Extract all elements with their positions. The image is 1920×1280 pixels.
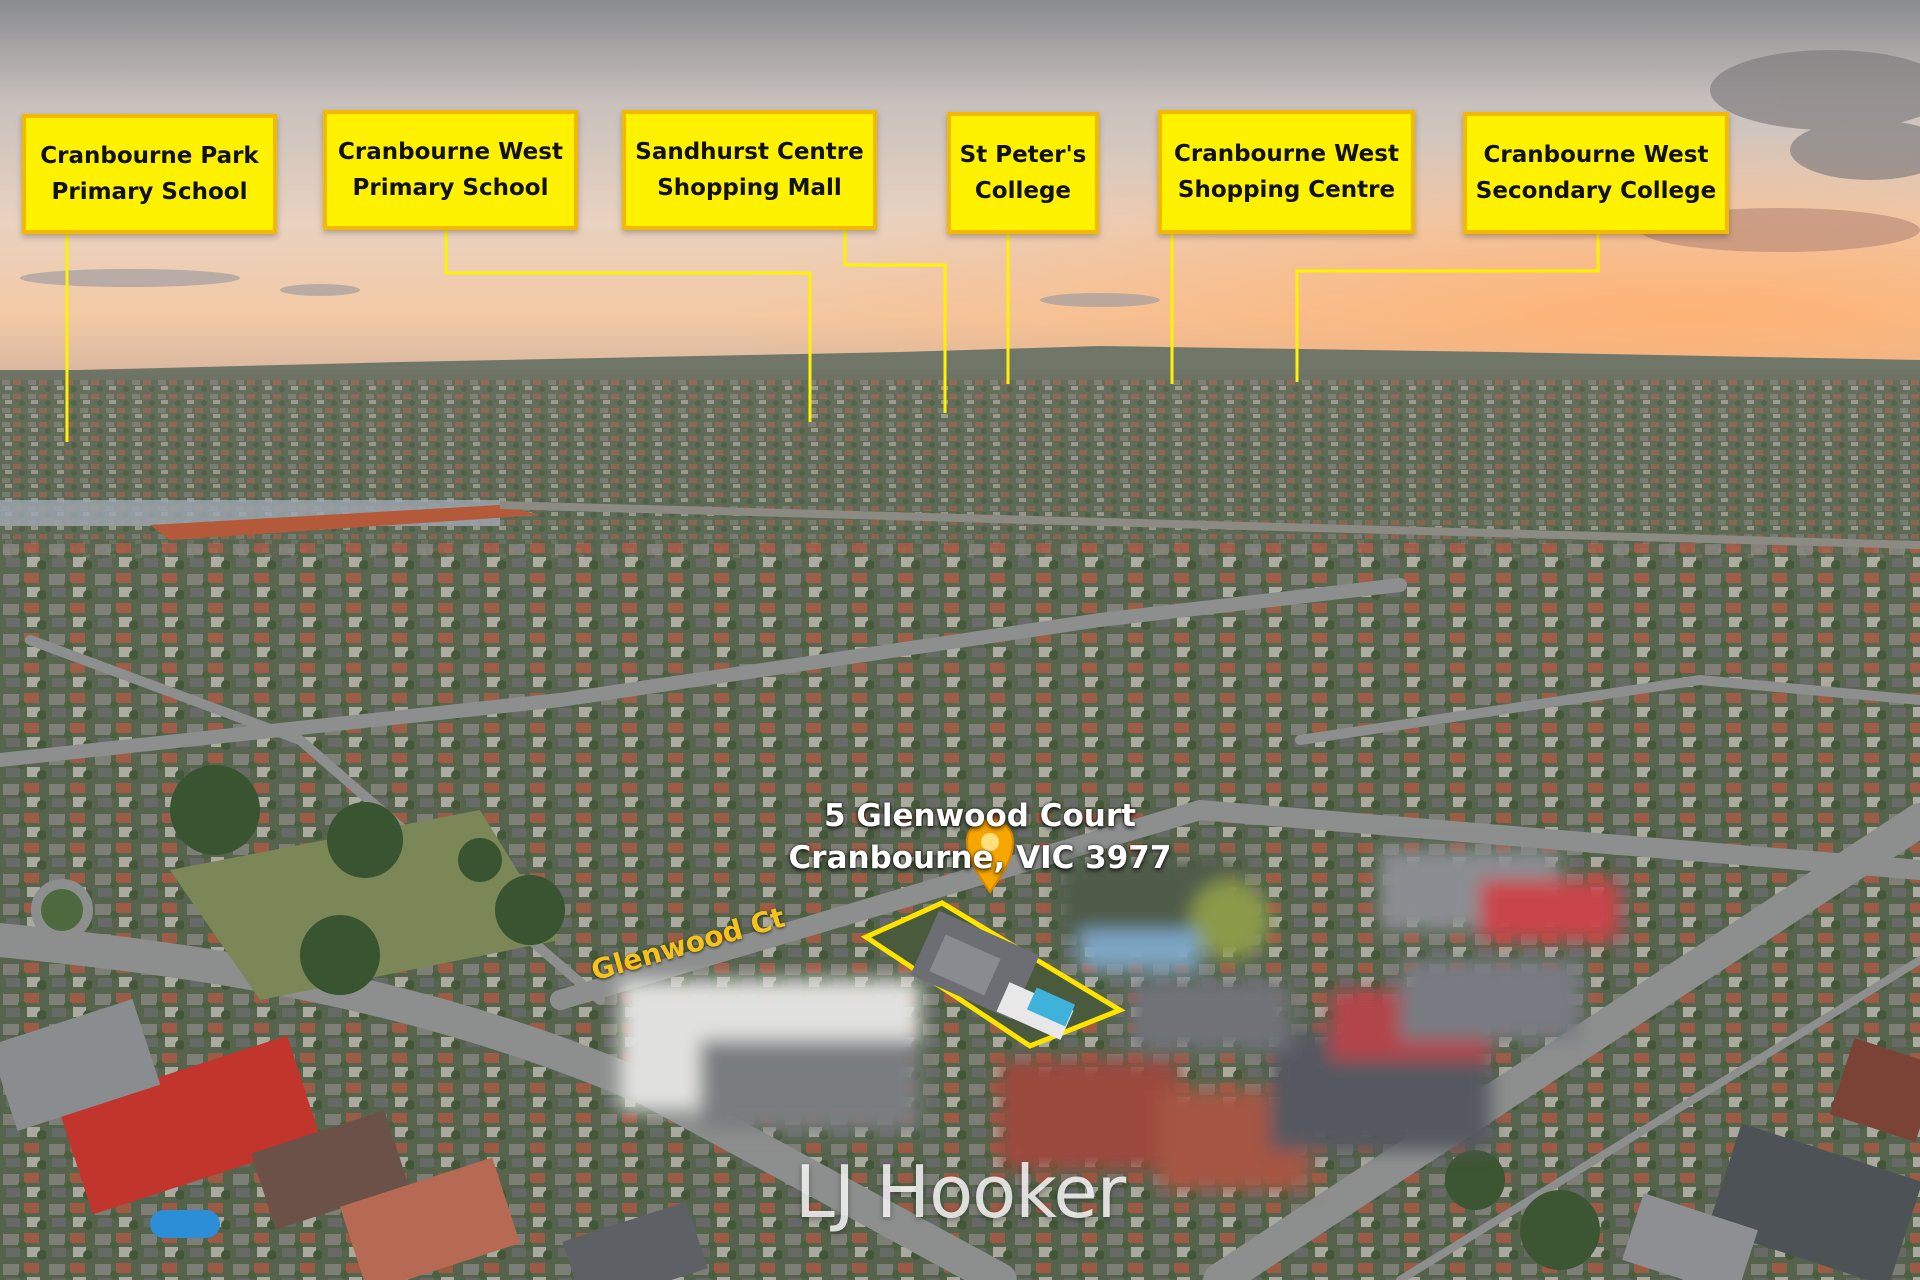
poi-label-st-peters-college: St Peter's College xyxy=(947,112,1099,234)
poi-label-cranbourne-park-primary-school: Cranbourne Park Primary School xyxy=(22,114,277,234)
poi-label-cranbourne-west-primary-school: Cranbourne West Primary School xyxy=(323,110,578,230)
poi-label-text: Cranbourne Park Primary School xyxy=(40,143,259,205)
poi-label-cranbourne-west-shopping-centre: Cranbourne West Shopping Centre xyxy=(1158,110,1415,234)
poi-label-text: Cranbourne West Shopping Centre xyxy=(1174,141,1399,203)
property-address-label: 5 Glenwood Court Cranbourne, VIC 3977 xyxy=(788,798,1172,876)
poi-label-sandhurst-centre-shopping-mall: Sandhurst Centre Shopping Mall xyxy=(622,110,877,230)
poi-label-cranbourne-west-secondary-college: Cranbourne West Secondary College xyxy=(1463,112,1729,234)
map-pin-icon xyxy=(965,818,1015,894)
agency-watermark: LJ Hooker xyxy=(794,1150,1127,1234)
poi-label-text: Cranbourne West Secondary College xyxy=(1475,142,1717,204)
poi-label-text: Cranbourne West Primary School xyxy=(338,139,563,201)
poi-label-text: Sandhurst Centre Shopping Mall xyxy=(635,139,864,201)
poi-label-text: St Peter's College xyxy=(959,142,1087,204)
